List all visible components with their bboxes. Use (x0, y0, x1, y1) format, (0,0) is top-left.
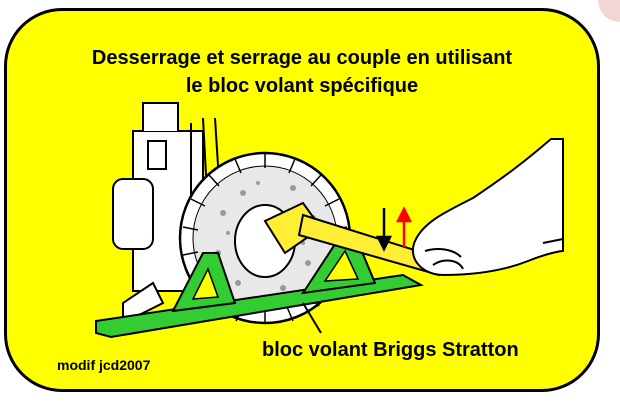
title-line-2: le bloc volant spécifique (7, 75, 597, 98)
caption-label: bloc volant Briggs Stratton (262, 339, 519, 362)
up-arrow (398, 209, 410, 247)
hand (413, 139, 563, 275)
down-arrow (378, 208, 390, 249)
corner-decoration (598, 0, 620, 22)
title-line-1: Desserrage et serrage au couple en utili… (7, 47, 597, 70)
yellow-rounded-frame: Desserrage et serrage au couple en utili… (4, 8, 600, 392)
signature: modif jcd2007 (57, 357, 150, 373)
